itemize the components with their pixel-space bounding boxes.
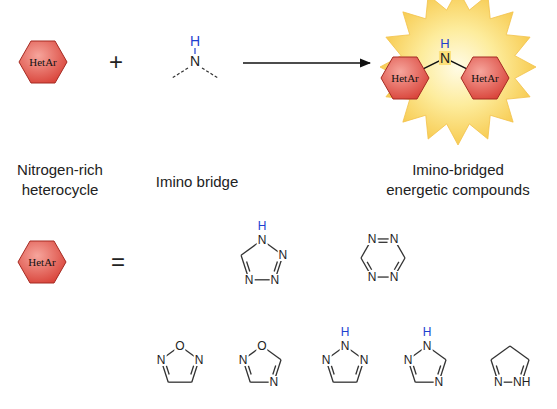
reaction-arrow (243, 62, 370, 63)
ring-structures (161, 239, 529, 382)
atom-label: N (493, 376, 504, 388)
ring-bond (273, 366, 276, 375)
atom-label: NH (512, 376, 531, 388)
atom-label: N (194, 354, 205, 366)
ring-bond (333, 382, 357, 383)
symbol-label: N (190, 54, 200, 68)
atom-label: N (156, 354, 167, 366)
ring-bond (168, 382, 192, 383)
atom-label: O (256, 340, 267, 352)
symbol-label: H (440, 37, 449, 50)
atom-label: N (367, 271, 378, 283)
ring-bond (274, 261, 277, 271)
starburst: HetAr HetArImino-bridged energetic compou… (378, 0, 538, 200)
atom-label: N (268, 376, 279, 388)
ring-bond (331, 366, 334, 375)
starburst-outline (380, 0, 536, 145)
node-label: HetAr (29, 56, 57, 68)
hetar-hexagon: HetAr (461, 57, 509, 99)
symbol-label: H (341, 326, 350, 338)
caption-label: Imino bridge (142, 172, 252, 192)
dashed-bond (202, 68, 218, 78)
bridge-atom: N (439, 51, 451, 65)
ring-bond (191, 366, 194, 375)
caption-text: Imino-bridged energetic compounds (383, 160, 533, 199)
ring-bond (166, 366, 169, 375)
atom-label: N (340, 340, 351, 352)
atom-label: O (174, 340, 185, 352)
symbol-label: H (258, 220, 267, 232)
hetar-hexagon: HetAr (18, 241, 66, 283)
atom-label: N (389, 271, 400, 283)
node-label: HetAr (28, 256, 56, 268)
atom-label: N (257, 234, 268, 246)
hexagon-outline (19, 41, 67, 83)
symbol-label: H (423, 326, 432, 338)
atom-label: N (270, 274, 281, 286)
ring-bond (394, 262, 399, 270)
node-label: HetAr (471, 72, 499, 84)
symbol-label: = (111, 250, 125, 274)
ring-bond (248, 366, 251, 375)
atom-label: N (422, 340, 433, 352)
ring-bond (367, 262, 372, 270)
caption-label: Nitrogen-rich heterocycle (5, 160, 115, 199)
atom-label: N (389, 233, 400, 245)
hetar-hexagon: HetAr (381, 57, 429, 99)
hexagon-outline (18, 241, 66, 283)
atom-label: N (359, 354, 370, 366)
ring-bond (491, 346, 510, 360)
atom-label: N (238, 354, 249, 366)
symbol-label: H (190, 34, 200, 48)
ring-bond (438, 366, 441, 375)
ring-bond (378, 242, 387, 243)
atom-label: N (278, 249, 289, 261)
hexagon-outline (461, 57, 509, 99)
symbol-label: + (109, 50, 123, 74)
atom-label: N (367, 233, 378, 245)
node-label: HetAr (391, 72, 419, 84)
atom-label: N (433, 376, 444, 388)
atom-label: N (321, 354, 332, 366)
dashed-bond (172, 68, 188, 78)
atom-label: N (244, 274, 255, 286)
ring-bond (413, 366, 416, 375)
hetar-hexagon: HetAr (19, 41, 67, 83)
ring-bond (496, 366, 499, 375)
atom-label: N (403, 354, 414, 366)
ring-bond (356, 366, 359, 375)
ring-bond (247, 261, 250, 271)
ring-bond (510, 346, 529, 360)
hexagon-outline (381, 57, 429, 99)
ring-bond (521, 366, 524, 375)
